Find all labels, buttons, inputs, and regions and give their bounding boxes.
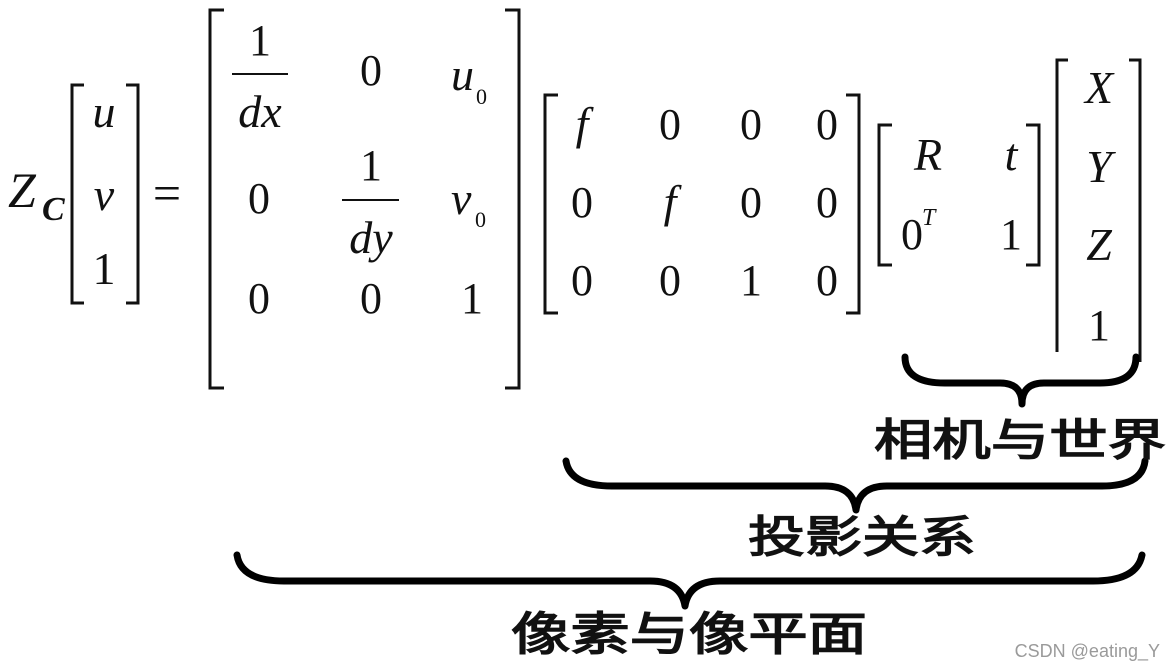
intrinsic-r2c2-denominator: dy (349, 212, 393, 263)
pixel-vector-v: v (94, 169, 115, 220)
extrinsic-r2c1-base: 0 (901, 210, 923, 259)
intrinsic-r2c1: 0 (248, 174, 270, 223)
pixel-image-plane-label: 像素与像平面 (511, 607, 867, 661)
pixel-vector-right-bracket (126, 83, 140, 305)
intrinsic-r3c2: 0 (360, 274, 382, 323)
projection-r3c4: 0 (816, 256, 838, 305)
pixel-vector-u: u (93, 86, 116, 137)
projection-r1c1: f (576, 98, 595, 149)
world-coordinate-vector: X Y Z 1 (1055, 58, 1142, 362)
pixel-vector-left-bracket (70, 83, 84, 305)
projection-r3c2: 0 (659, 256, 681, 305)
projection-r2c4: 0 (816, 178, 838, 227)
intrinsic-r1c1-denominator: dx (238, 86, 282, 137)
intrinsic-r3c1: 0 (248, 274, 270, 323)
extrinsic-left-bracket (877, 123, 892, 267)
intrinsic-r3c3: 1 (461, 274, 483, 323)
extrinsic-r1c1: R (913, 129, 942, 180)
projection-r2c2: f (664, 176, 683, 227)
world-vector-right-bracket (1129, 58, 1142, 362)
pixel-coordinate-vector: u v 1 (70, 83, 140, 305)
projection-r2c3: 0 (740, 178, 762, 227)
world-vector-left-bracket (1055, 58, 1068, 352)
world-vector-one: 1 (1088, 301, 1110, 350)
intrinsic-r1c2: 0 (360, 46, 382, 95)
intrinsic-r1c1-numerator: 1 (249, 16, 271, 65)
extrinsic-matrix: R t 0 T 1 (877, 123, 1041, 267)
intrinsic-r1c3-subscript: 0 (476, 84, 487, 109)
intrinsic-r2c3-subscript: 0 (475, 207, 486, 232)
intrinsic-right-bracket (505, 8, 521, 390)
projection-r3c1: 0 (571, 256, 593, 305)
equals-sign: = (153, 165, 181, 221)
projection-r3c3: 1 (740, 256, 762, 305)
projection-right-bracket (846, 93, 861, 315)
pixel-vector-one: 1 (93, 243, 116, 294)
world-vector-x: X (1083, 62, 1115, 113)
extrinsic-r2c1-superscript: T (922, 205, 937, 231)
intrinsic-left-bracket (208, 8, 224, 390)
intrinsic-r1c3-base: u (451, 49, 474, 100)
projection-r1c2: 0 (659, 100, 681, 149)
csdn-watermark: CSDN @eating_Y (1015, 641, 1160, 662)
world-vector-z: Z (1086, 219, 1112, 270)
projection-relation-label: 投影关系 (748, 512, 976, 563)
extrinsic-r1c2: t (1005, 129, 1019, 180)
projection-r1c3: 0 (740, 100, 762, 149)
intrinsic-matrix: 1 dx 0 u 0 0 1 dy v 0 0 0 1 (208, 8, 521, 390)
projection-left-bracket (543, 93, 558, 315)
projection-r2c1: 0 (571, 178, 593, 227)
pixel-image-plane-brace (233, 551, 1146, 610)
world-vector-y: Y (1086, 141, 1116, 192)
camera-world-label: 相机与世界 (874, 415, 1166, 466)
intrinsic-r2c3-base: v (451, 173, 472, 224)
extrinsic-right-bracket (1026, 123, 1041, 267)
camera-world-brace (901, 353, 1140, 408)
projection-r1c4: 0 (816, 100, 838, 149)
lhs-z-subscript: C (42, 191, 65, 228)
lhs-z-factor: Z (8, 162, 37, 218)
extrinsic-r2c2: 1 (1000, 210, 1022, 259)
projection-relation-brace (562, 457, 1149, 514)
projection-matrix: f 0 0 0 0 f 0 0 0 0 1 0 (543, 93, 861, 315)
intrinsic-r2c2-numerator: 1 (360, 141, 382, 190)
